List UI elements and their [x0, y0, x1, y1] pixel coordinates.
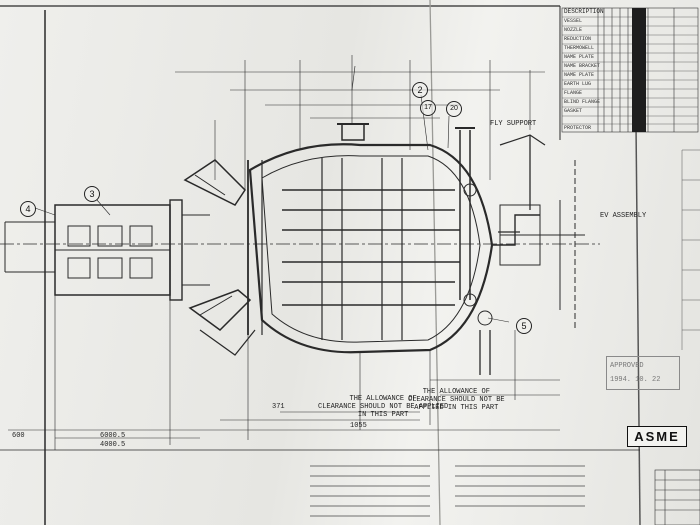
note-line: CLEARANCE SHOULD NOT BE APPLIED	[318, 403, 449, 411]
view-label: EV ASSEMBLY	[600, 212, 647, 220]
bom-row: BLIND FLANGE	[564, 99, 601, 105]
balloon-callout: 2	[412, 82, 428, 98]
asme-stamp: ASME	[627, 426, 687, 447]
bill-of-materials: DESCRIPTION VESSEL NOZZLE REDUCTION THER…	[562, 7, 700, 131]
bom-row: GASKET	[564, 108, 583, 114]
bom-row: NOZZLE	[564, 27, 583, 33]
bom-header: DESCRIPTION	[564, 8, 604, 15]
approval-stamp: APPROVED 1994. 10. 22	[606, 356, 680, 390]
bom-row: EARTH LUG	[564, 81, 592, 87]
dimension-value: 4000.5	[100, 441, 126, 449]
clearance-note-left: THE ALLOWANCE OF CLEARANCE SHOULD NOT BE…	[318, 395, 448, 419]
bom-row: REDUCTION	[564, 36, 592, 42]
dimension-value: 600	[12, 432, 25, 440]
dimension-value: 1055	[350, 422, 367, 430]
note-line: THE ALLOWANCE OF	[422, 388, 490, 396]
bom-row: NAME PLATE	[564, 54, 595, 60]
note-line: IN THIS PART	[357, 411, 409, 419]
note-line: CLEARANCE SHOULD NOT BE	[408, 396, 505, 404]
bom-row: THERMOWELL	[564, 45, 595, 51]
clearance-note-right: THE ALLOWANCE OF CLEARANCE SHOULD NOT BE…	[408, 388, 505, 412]
fly-support-label: FLY SUPPORT	[490, 120, 537, 128]
bom-row: VESSEL	[564, 18, 583, 24]
bom-row: NAME BRACKET	[564, 63, 601, 69]
stamp-line: APPROVED	[610, 362, 644, 370]
bom-row: PROTECTOR	[564, 125, 592, 131]
balloon-callout: 17	[420, 100, 436, 116]
dimension-value: 6000.5	[100, 432, 126, 440]
balloon-callout: 4	[20, 201, 36, 217]
balloon-callout: 20	[446, 101, 462, 117]
stamp-line: 1994. 10. 22	[610, 376, 661, 384]
bom-row: NAME PLATE	[564, 72, 595, 78]
bom-row: FLANGE	[564, 90, 583, 96]
balloon-callout: 3	[84, 186, 100, 202]
note-line: THE ALLOWANCE OF	[349, 395, 417, 403]
dimension-value: 371	[272, 403, 285, 411]
note-line: APPLIED IN THIS PART	[414, 404, 499, 412]
balloon-callout: 5	[516, 318, 532, 334]
